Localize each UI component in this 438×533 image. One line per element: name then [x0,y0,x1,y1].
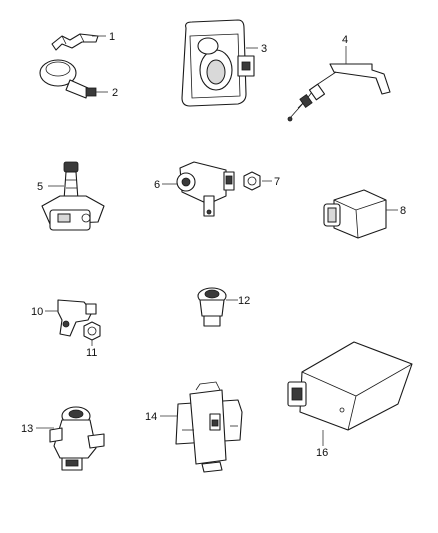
callout-16: 16 [316,447,328,459]
part-11-nut [83,321,101,341]
part-8-module [323,189,387,239]
callout-7: 7 [274,176,280,188]
callout-12: 12 [238,295,250,307]
callout-8: 8 [400,205,406,217]
part-5-tpms-sensor [41,161,105,231]
part-13-actuator [49,406,105,471]
part-2-sensor [39,59,97,99]
callout-3: 3 [261,43,267,55]
callout-4: 4 [342,34,348,46]
part-3-housing [181,19,255,107]
part-6-sensor [176,161,235,217]
leader-lines [36,35,398,446]
part-7-nut [243,171,261,191]
part-12-sensor [197,287,227,327]
callouts: 1 2 3 4 5 6 7 8 10 11 12 13 14 16 [21,31,406,459]
part-1-clip [51,33,99,51]
callout-14: 14 [145,411,157,423]
callout-13: 13 [21,423,33,435]
callout-1: 1 [109,31,115,43]
callout-6: 6 [154,179,160,191]
callout-5: 5 [37,181,43,193]
callout-10: 10 [31,306,43,318]
part-14-bracket [175,381,243,473]
callout-11: 11 [86,347,97,359]
callout-2: 2 [112,87,118,99]
part-10-sensor [57,299,97,337]
part-16-module [287,341,413,431]
part-4-harness [287,63,391,122]
